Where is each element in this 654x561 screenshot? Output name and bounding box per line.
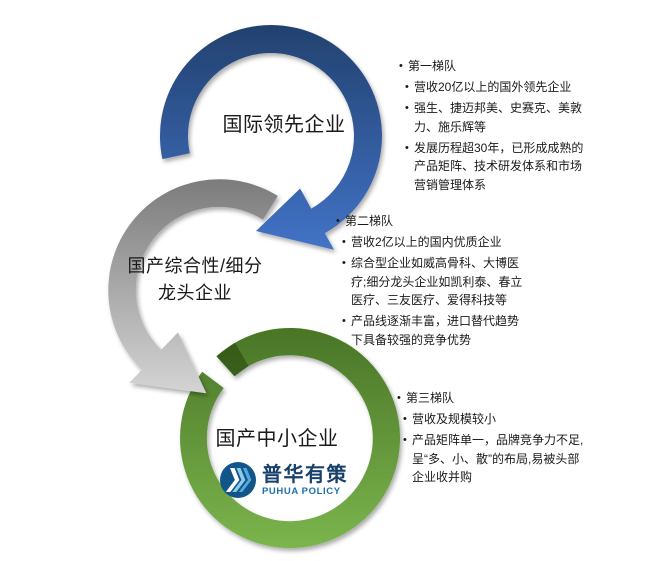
list-item: 产品矩阵单一，品牌竞争力不足,呈“多、小、散”的布局,易被头部企业收并购 — [403, 431, 590, 487]
tier3-annotation-list: 营收及规模较小 产品矩阵单一，品牌竞争力不足,呈“多、小、散”的布局,易被头部企… — [403, 410, 590, 487]
list-item: 营收20亿以上的国外领先企业 — [405, 78, 586, 97]
logo-text: 普华有策 PUHUA POLICY — [262, 464, 348, 497]
list-item: 综合型企业如威高骨科、大博医疗;细分龙头企业如凯利泰、春立医疗、三友医疗、爱得科… — [342, 254, 523, 310]
tier3-ring-tail-shade — [216, 342, 249, 377]
chevrons-icon — [225, 468, 252, 492]
tier2-annotation-list: 营收2亿以上的国内优质企业 综合型企业如威高骨科、大博医疗;细分龙头企业如凯利泰… — [342, 233, 523, 349]
tier2-circle-label-line2: 龙头企业 — [158, 283, 232, 303]
list-item: 发展历程超30年，已形成成熟的产品矩阵、技术研发体系和市场营销管理体系 — [405, 139, 586, 195]
tier3-circle-label: 国产中小企业 — [164, 426, 390, 453]
tier2-annotation: 第二梯队 营收2亿以上的国内优质企业 综合型企业如威高骨科、大博医疗;细分龙头企… — [336, 212, 523, 352]
list-item: 强生、捷迈邦美、史赛克、美敦力、施乐辉等 — [405, 99, 586, 136]
logo-name-en: PUHUA POLICY — [262, 485, 341, 497]
tier2-circle-label: 国产综合性/细分 龙头企业 — [85, 253, 305, 307]
list-item: 营收及规模较小 — [403, 410, 590, 429]
tier1-circle-label-line: 国际领先企业 — [222, 114, 346, 136]
puhua-logo-icon — [220, 462, 256, 498]
tier1-circle-label: 国际领先企业 — [171, 112, 397, 139]
tier2-annotation-heading: 第二梯队 — [336, 212, 523, 231]
list-item: 营收2亿以上的国内优质企业 — [342, 233, 523, 252]
tier3-annotation: 第三梯队 营收及规模较小 产品矩阵单一，品牌竞争力不足,呈“多、小、散”的布局,… — [397, 389, 590, 489]
list-item: 产品线逐渐丰富，进口替代趋势下具备较强的竞争优势 — [342, 312, 523, 349]
tier1-annotation: 第一梯队 营收20亿以上的国外领先企业 强生、捷迈邦美、史赛克、美敦力、施乐辉等… — [399, 57, 586, 197]
puhua-policy-logo: 普华有策 PUHUA POLICY — [219, 461, 348, 499]
tier2-circle-label-line1: 国产综合性/细分 — [127, 256, 263, 276]
tier1-annotation-list: 营收20亿以上的国外领先企业 强生、捷迈邦美、史赛克、美敦力、施乐辉等 发展历程… — [405, 78, 586, 194]
tier3-annotation-heading: 第三梯队 — [397, 389, 590, 408]
tier3-circle-label-line: 国产中小企业 — [215, 428, 339, 450]
tier2-ring-arrow — [108, 179, 278, 394]
tier1-annotation-heading: 第一梯队 — [399, 57, 586, 76]
logo-name-cn: 普华有策 — [262, 463, 348, 486]
